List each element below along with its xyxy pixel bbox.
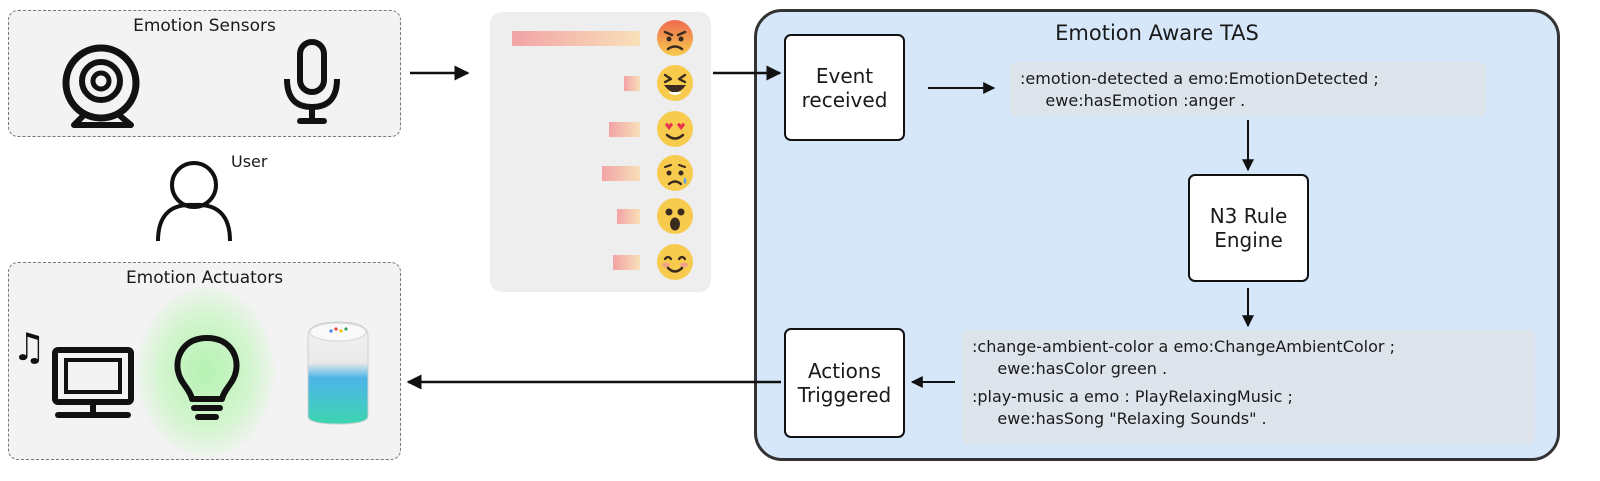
surprised-face-icon: [657, 198, 693, 234]
event-code-block: :emotion-detected a emo:EmotionDetected …: [1010, 62, 1486, 116]
emotion-bar-surprised-face: [617, 209, 640, 224]
crying-face-icon: [657, 155, 693, 191]
event-received-box: Event received: [784, 34, 905, 141]
emotion-bar-angry-face: [512, 31, 640, 46]
action-1-line-1: :change-ambient-color a emo:ChangeAmbien…: [972, 337, 1395, 356]
emotion-bar-heart-eyes-face: [609, 122, 640, 137]
emotion-sensors-panel: Emotion Sensors: [8, 10, 401, 137]
action-code-block: :change-ambient-color a emo:ChangeAmbien…: [962, 330, 1535, 444]
emotion-bar-blushing-smile-face: [613, 255, 640, 270]
emotion-bar-crying-face: [602, 166, 640, 181]
svg-text:♫: ♫: [12, 325, 46, 369]
action-1-line-2: ewe:hasColor green .: [972, 359, 1168, 378]
webcam-icon: [62, 44, 140, 128]
tas-title: Emotion Aware TAS: [1055, 21, 1259, 45]
actions-triggered-box: Actions Triggered: [784, 328, 905, 438]
sensors-title: Emotion Sensors: [133, 16, 276, 36]
angry-face-icon: [657, 20, 693, 56]
tv-screen-icon: [52, 347, 134, 418]
blushing-smile-face-icon: [657, 244, 693, 280]
user-icon: [156, 161, 232, 242]
laughing-face-icon: [657, 65, 693, 101]
event-code-line-2: ewe:hasEmotion :anger .: [1020, 91, 1246, 110]
action-2-line-2: ewe:hasSong "Relaxing Sounds" .: [972, 409, 1267, 428]
heart-eyes-face-icon: [657, 111, 693, 147]
actuators-title: Emotion Actuators: [125, 268, 284, 288]
rule-engine-box: N3 Rule Engine: [1188, 174, 1309, 282]
microphone-icon: [284, 39, 340, 124]
emotion-bar-laughing-face: [624, 76, 640, 91]
event-code-line-1: :emotion-detected a emo:EmotionDetected …: [1020, 69, 1379, 88]
lightbulb-icon: [174, 335, 240, 420]
light-glow: [137, 287, 275, 457]
user-label: User: [231, 152, 268, 171]
action-2-line-1: :play-music a emo : PlayRelaxingMusic ;: [972, 387, 1293, 406]
smart-speaker-icon: [307, 321, 369, 425]
music-note-icon: ♫: [12, 325, 46, 369]
